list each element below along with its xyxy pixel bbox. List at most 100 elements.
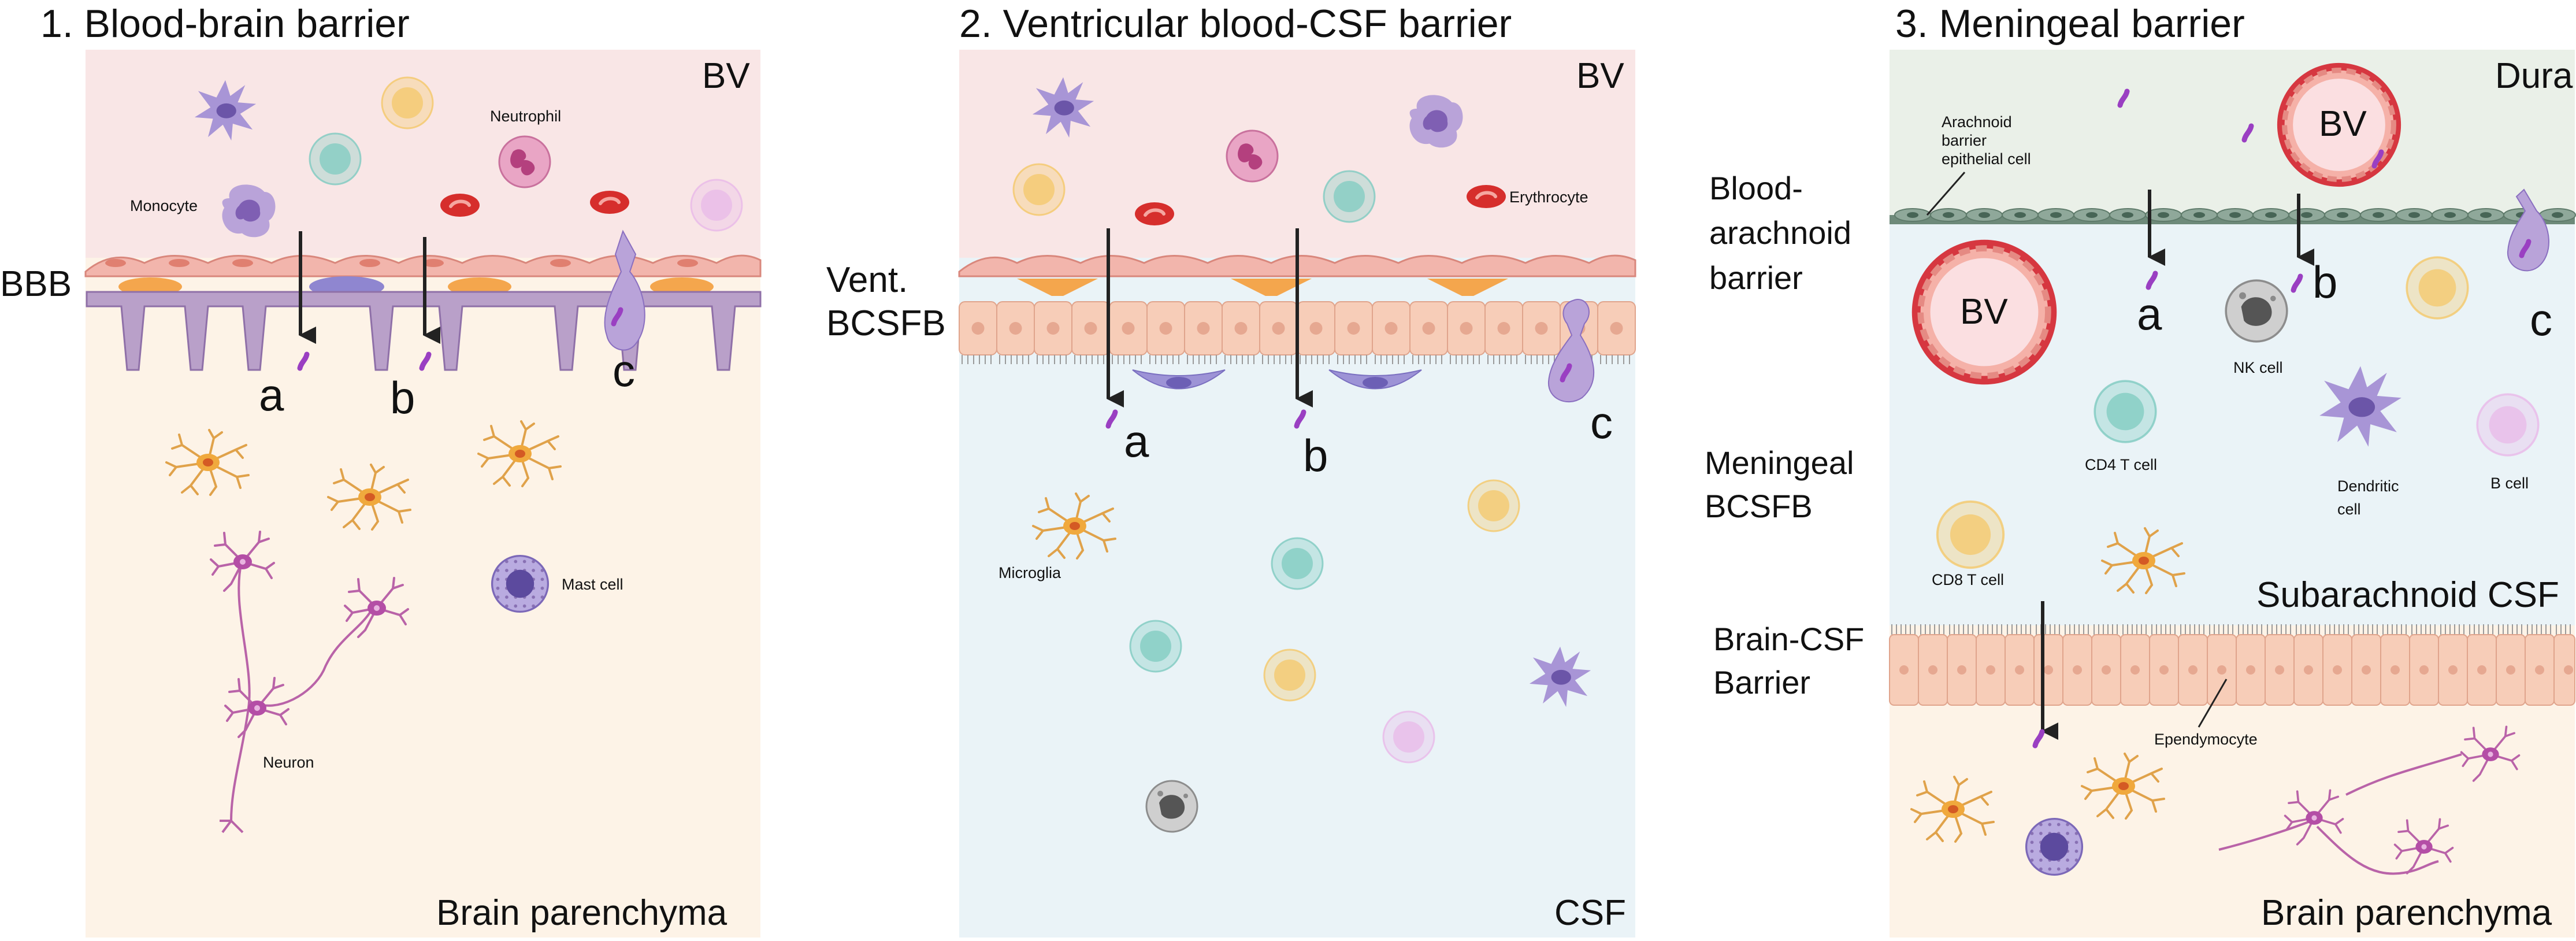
cell-nucleus	[2448, 665, 2458, 675]
panel2-choroid-epithelium	[959, 301, 1636, 390]
cell-nucleus	[1979, 212, 1990, 218]
neutrophil-icon	[498, 135, 551, 188]
panel1-route-b: b	[390, 372, 415, 423]
panel2-pericytes	[1017, 279, 1508, 296]
cell-nucleus	[2229, 212, 2241, 218]
t-cell-yellow-icon	[2406, 256, 2469, 320]
panel3-blood-arachnoid-l2: arachnoid	[1709, 214, 1851, 251]
cell-nucleus	[2044, 665, 2053, 675]
panel3-arachnoid-layer	[1890, 208, 2576, 224]
t-cell-teal-icon	[2094, 380, 2157, 443]
cell-nucleus	[1460, 322, 1473, 335]
cell-nucleus	[2158, 212, 2169, 218]
label-mast-cell: Mast cell	[562, 576, 623, 593]
panel2-blood-region	[959, 50, 1635, 258]
cell-nucleus	[2564, 665, 2573, 675]
cell-nucleus	[1197, 322, 1210, 335]
cell-nucleus	[1009, 322, 1022, 335]
panel-blood-brain-barrier: 1. Blood-brain barrier a	[0, 2, 762, 938]
label-cd4: CD4 T cell	[2085, 456, 2157, 473]
panel3-meningeal-vessel-label: BV	[1960, 292, 2008, 332]
cell-nucleus	[1957, 665, 1966, 675]
cell-nucleus	[2050, 212, 2062, 218]
cell-nucleus	[1166, 377, 1192, 388]
neuron-icon	[210, 531, 409, 833]
panel3-title: 3. Meningeal barrier	[1895, 2, 2245, 46]
panel3-ependymal-layer	[1889, 624, 2575, 706]
cell-nucleus	[1422, 322, 1435, 335]
panel1-title: 1. Blood-brain barrier	[40, 2, 410, 46]
cell-nucleus	[2275, 665, 2284, 675]
panel1-route-a: a	[259, 369, 284, 420]
panel3-dura-region	[1890, 50, 2575, 221]
label-arachnoid-l2: barrier	[1942, 132, 1987, 149]
cell-nucleus	[2159, 665, 2169, 675]
cell-nucleus	[1234, 322, 1248, 335]
mast-cell-icon	[491, 554, 550, 613]
panel3-route-c: c	[2530, 294, 2552, 345]
cell-nucleus	[1046, 322, 1060, 335]
cell-nucleus	[2246, 665, 2255, 675]
label-ependymocyte: Ependymocyte	[2154, 731, 2258, 748]
panel3-brain-csf-l1: Brain-CSF	[1713, 621, 1864, 657]
panel3-top-region: Dura	[2495, 56, 2573, 96]
panel2-transmigrating-cell	[1547, 299, 1595, 403]
panel3-meningeal-bcsfb-l1: Meningeal	[1705, 444, 1854, 481]
cell-nucleus	[2304, 665, 2313, 675]
cell-nucleus	[2086, 212, 2098, 218]
label-arachnoid-l1: Arachnoid	[1942, 113, 2012, 131]
cell-nucleus	[1928, 665, 1937, 675]
panel2-route-c: c	[1590, 397, 1613, 448]
cell-nucleus	[1610, 322, 1623, 335]
cell-nucleus	[1497, 322, 1510, 335]
pointer-line	[1926, 172, 1966, 216]
cell-nucleus	[1986, 665, 1995, 675]
cell-nucleus	[2480, 212, 2492, 218]
t-cell-teal-icon	[309, 132, 362, 186]
panel3-route-a: a	[2137, 288, 2162, 339]
cell-nucleus	[2337, 212, 2348, 218]
label-microglia: Microglia	[999, 564, 1061, 581]
panel3-route-b: b	[2313, 257, 2337, 308]
cell-nucleus	[1907, 212, 1918, 218]
neutrophil-icon	[1226, 129, 1279, 183]
panel-meningeal-barrier: 3. Meningeal barrier Dura Subarachnoid C…	[1705, 2, 2576, 938]
label-cd8: CD8 T cell	[1932, 571, 2004, 588]
t-cell-yellow-icon	[381, 76, 434, 129]
label-erythrocyte: Erythrocyte	[1509, 188, 1588, 206]
panel2-top-region: BV	[1576, 56, 1624, 96]
t-cell-pink-icon	[1382, 710, 1435, 764]
cell-nucleus	[2362, 665, 2371, 675]
t-cell-yellow-icon	[1936, 500, 2005, 569]
monocyte-icon	[222, 184, 276, 238]
cell-nucleus	[1899, 665, 1909, 675]
cell-nucleus	[2188, 665, 2198, 675]
cell-nucleus	[1122, 322, 1135, 335]
label-monocyte: Monocyte	[130, 197, 198, 214]
label-neutrophil: Neutrophil	[490, 108, 561, 125]
cell-nucleus	[2444, 212, 2456, 218]
cell-nucleus	[2535, 665, 2544, 675]
erythrocyte-icon	[1135, 202, 1174, 225]
panel1-bottom-region: Brain parenchyma	[436, 893, 727, 933]
label-b-cell: B cell	[2490, 475, 2529, 492]
panel1-top-region: BV	[702, 56, 750, 96]
cell-nucleus	[2391, 665, 2400, 675]
cell-nucleus	[2102, 665, 2111, 675]
neuron-icon	[2218, 725, 2521, 875]
panel1-astrocyte-endfeet	[86, 291, 762, 371]
cell-nucleus	[2217, 665, 2226, 675]
cell-nucleus	[2193, 212, 2205, 218]
cell-nucleus	[2373, 212, 2384, 218]
t-cell-teal-icon	[1271, 537, 1324, 590]
erythrocyte-icon	[1467, 185, 1506, 208]
cell-nucleus	[2477, 665, 2486, 675]
cell-nucleus	[2122, 212, 2133, 218]
cell-nucleus	[1309, 322, 1323, 335]
erythrocyte-icon	[590, 191, 629, 214]
panel1-transmigrating-cell	[604, 229, 645, 351]
cell-nucleus	[1535, 322, 1548, 335]
label-neuron: Neuron	[263, 754, 314, 771]
cell-nucleus	[1363, 377, 1388, 388]
cell-nucleus	[2419, 665, 2429, 675]
